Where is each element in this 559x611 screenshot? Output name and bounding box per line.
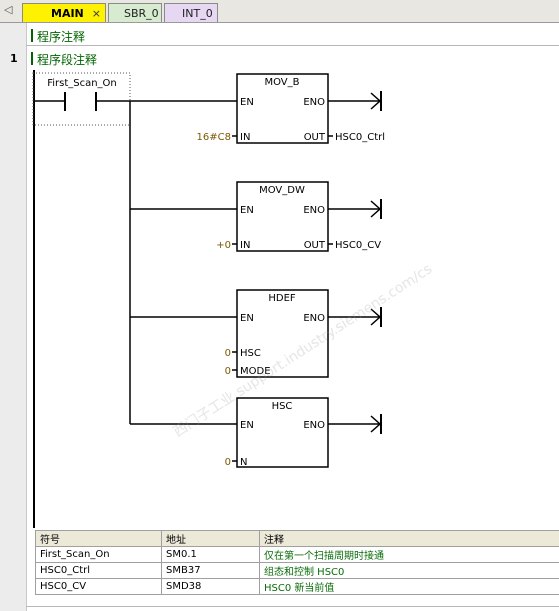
contact-selection-box[interactable] [32, 72, 131, 126]
comment-marker [31, 29, 33, 42]
network-gutter [0, 23, 27, 611]
tab-main-label: MAIN [51, 7, 84, 20]
svg-text:ENO: ENO [303, 205, 325, 216]
ladder-network: First_Scan_On MOV_B EN ENO IN OUT 16#C8 … [32, 70, 385, 528]
operand-hsc: 0 [225, 348, 231, 359]
tab-main[interactable]: MAIN × [22, 3, 106, 22]
column-header-symbol[interactable]: 符号 [35, 530, 162, 547]
tab-scroll-left-icon[interactable]: ◁ [4, 3, 13, 16]
column-header-comment[interactable]: 注释 [259, 530, 559, 547]
svg-text:OUT: OUT [304, 132, 326, 143]
tab-int-0[interactable]: INT_0 [164, 3, 218, 22]
box-hsc[interactable]: HSC EN ENO N [236, 397, 329, 468]
table-row[interactable]: HSC0_Ctrl SMB37 组态和控制 HSC0 [35, 562, 559, 579]
svg-text:N: N [240, 457, 247, 468]
svg-text:OUT: OUT [304, 240, 326, 251]
editor-tab-strip: ◁ MAIN × SBR_0 INT_0 [0, 0, 559, 23]
svg-text:EN: EN [240, 313, 254, 324]
address-cell: SMD38 [161, 578, 260, 595]
svg-text:EN: EN [240, 97, 254, 108]
svg-text:EN: EN [240, 205, 254, 216]
svg-text:MODE: MODE [240, 366, 271, 377]
symbol-table: 符号 地址 注释 First_Scan_On SM0.1 仅在第一个扫描周期时接… [35, 530, 559, 595]
operand-mode: 0 [225, 366, 231, 377]
network-number: 1 [10, 52, 18, 65]
address-cell: SMB37 [161, 562, 260, 579]
comment-cell: 组态和控制 HSC0 [259, 562, 559, 579]
symbol-cell: HSC0_Ctrl [35, 562, 162, 579]
tab-sbr-0[interactable]: SBR_0 [108, 3, 162, 22]
svg-text:IN: IN [240, 132, 250, 143]
network-comment[interactable]: 程序段注释 [37, 53, 98, 67]
svg-text:HSC: HSC [240, 348, 261, 359]
box-mov-b[interactable]: MOV_B EN ENO IN OUT [236, 73, 329, 144]
box-title: HDEF [268, 293, 296, 304]
symbol-cell: HSC0_CV [35, 578, 162, 595]
comment-cell: 仅在第一个扫描周期时接通 [259, 546, 559, 563]
box-title: HSC [272, 401, 293, 412]
comment-separator [26, 45, 559, 46]
table-row[interactable]: HSC0_CV SMD38 HSC0 新当前值 [35, 578, 559, 595]
table-row[interactable]: First_Scan_On SM0.1 仅在第一个扫描周期时接通 [35, 546, 559, 563]
comment-marker [31, 52, 33, 65]
column-header-address[interactable]: 地址 [161, 530, 260, 547]
svg-text:ENO: ENO [303, 313, 325, 324]
program-comment[interactable]: 程序注释 [37, 30, 86, 44]
operand-out: HSC0_Ctrl [335, 132, 385, 143]
comment-cell: HSC0 新当前值 [259, 578, 559, 595]
box-title: MOV_B [264, 77, 299, 88]
table-header-row: 符号 地址 注释 [35, 530, 559, 547]
operand-in: +0 [216, 240, 231, 251]
svg-text:EN: EN [240, 420, 254, 431]
tab-int-0-label: INT_0 [182, 7, 213, 20]
address-cell: SM0.1 [161, 546, 260, 563]
box-mov-dw[interactable]: MOV_DW EN ENO IN OUT [236, 181, 329, 252]
operand-in: 16#C8 [197, 132, 231, 143]
contact-label: First_Scan_On [47, 78, 117, 89]
box-hdef[interactable]: HDEF EN ENO HSC MODE [236, 289, 329, 378]
bottom-separator [26, 606, 559, 607]
svg-text:ENO: ENO [303, 97, 325, 108]
box-title: MOV_DW [259, 185, 305, 196]
tab-sbr-0-label: SBR_0 [124, 7, 159, 20]
operand-out: HSC0_CV [335, 240, 381, 251]
close-icon[interactable]: × [91, 7, 101, 20]
svg-text:ENO: ENO [303, 420, 325, 431]
symbol-cell: First_Scan_On [35, 546, 162, 563]
operand-n: 0 [225, 457, 231, 468]
svg-text:IN: IN [240, 240, 250, 251]
